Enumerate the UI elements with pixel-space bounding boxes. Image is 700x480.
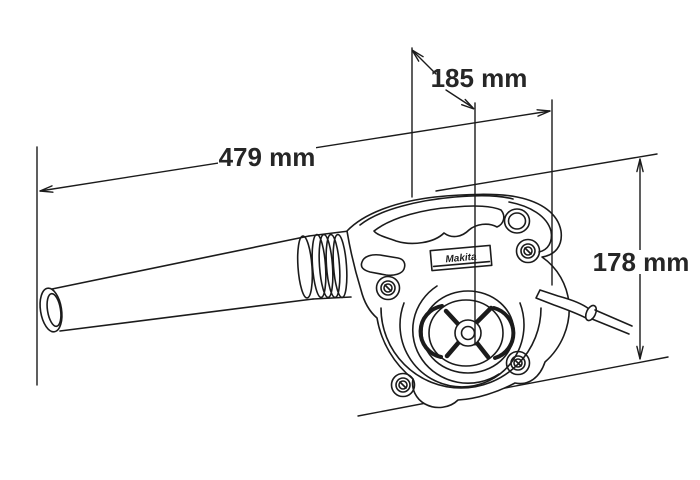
leader-line-a [413, 51, 437, 75]
screw-4-slot [399, 381, 407, 389]
arrowhead-top-icon [636, 158, 644, 173]
nameplate-frame [429, 244, 493, 272]
screw-3-slot [514, 359, 522, 367]
screw-3 [510, 355, 526, 371]
screw-4-slot-ring [398, 380, 408, 390]
nozzle-tip-inner [46, 292, 62, 328]
screw-2-slot [524, 247, 532, 255]
screw-tab-1 [375, 275, 401, 301]
impeller-spoke-1 [474, 305, 494, 325]
nozzle-tip-outer [39, 287, 63, 333]
label-mask-479 [218, 146, 316, 170]
cord-boot-ring [584, 304, 598, 322]
nozzle [39, 230, 352, 333]
screw-tab-4 [390, 372, 416, 398]
power-cord [535, 289, 633, 335]
label-mask-178 [593, 250, 691, 274]
screw-1-slot [384, 284, 392, 292]
dimension-label-185: 185 mm [431, 63, 528, 93]
extension-line-bottom [357, 356, 669, 417]
impeller-spoke-3 [444, 339, 462, 359]
nameplate-hatch [432, 260, 491, 268]
hang-hole-inner [507, 212, 527, 230]
screw-2-slot-ring [523, 246, 533, 256]
coupling-ring-4 [332, 233, 348, 299]
dimension-height-178-extensions [357, 153, 669, 417]
dimension-label-178: 178 mm [593, 247, 690, 277]
dimension-width-185: 185 mm [411, 47, 528, 346]
dimension-length-479: 479 mm [36, 109, 551, 386]
leader-line-b [445, 89, 473, 108]
front-vent-slot [360, 253, 406, 277]
makita-nameplate: Makita [429, 244, 493, 272]
screw-1-slot-ring [383, 283, 393, 293]
arrowhead-bottom-icon [636, 345, 644, 360]
volute-outer-arc [380, 307, 542, 389]
coupling-ring-2 [318, 233, 334, 299]
impeller-rim-inner [428, 299, 504, 367]
screw-2 [520, 243, 536, 259]
impeller-blade-right [492, 306, 516, 360]
impeller-spoke-2 [443, 308, 461, 327]
volute-middle-arc [399, 302, 525, 388]
impeller-hub-outer [454, 319, 482, 347]
brand-text: Makita [445, 252, 477, 266]
nozzle-top-edge [51, 235, 310, 290]
arrowhead-up-left-icon [411, 49, 424, 62]
extension-line-top [435, 153, 658, 192]
screw-tab-3 [505, 350, 531, 376]
impeller-blade-left [418, 304, 444, 359]
nozzle-bottom-edge [59, 298, 314, 332]
coupling-ring-3 [325, 233, 341, 299]
coupling-bottom-edge [312, 296, 352, 300]
volute-opening-arc [411, 285, 500, 384]
impeller-spoke-4 [474, 340, 491, 360]
dimension-height-178: 178 mm [551, 99, 691, 360]
nozzle-end-ring [296, 235, 314, 299]
screw-1 [380, 280, 396, 296]
arrowhead-left-icon [39, 185, 54, 193]
blower-drawing: Makita [39, 193, 633, 409]
screw-tab-2 [515, 238, 541, 264]
cover-screws [375, 238, 541, 398]
handle-cutout [373, 205, 505, 245]
handle-inner-line [359, 194, 514, 226]
screw-3-slot-ring [513, 358, 523, 368]
coupling-ring-1 [311, 233, 327, 299]
arrowhead-down-right-icon [461, 98, 475, 110]
cord-line-bottom [591, 318, 630, 335]
rear-plate-line [508, 201, 553, 253]
screw-4 [395, 377, 411, 393]
dimension-label-479: 479 mm [219, 142, 316, 172]
hang-hole-outer [503, 208, 531, 234]
cord-line-top [594, 309, 633, 327]
arrowhead-right-icon [536, 109, 551, 117]
